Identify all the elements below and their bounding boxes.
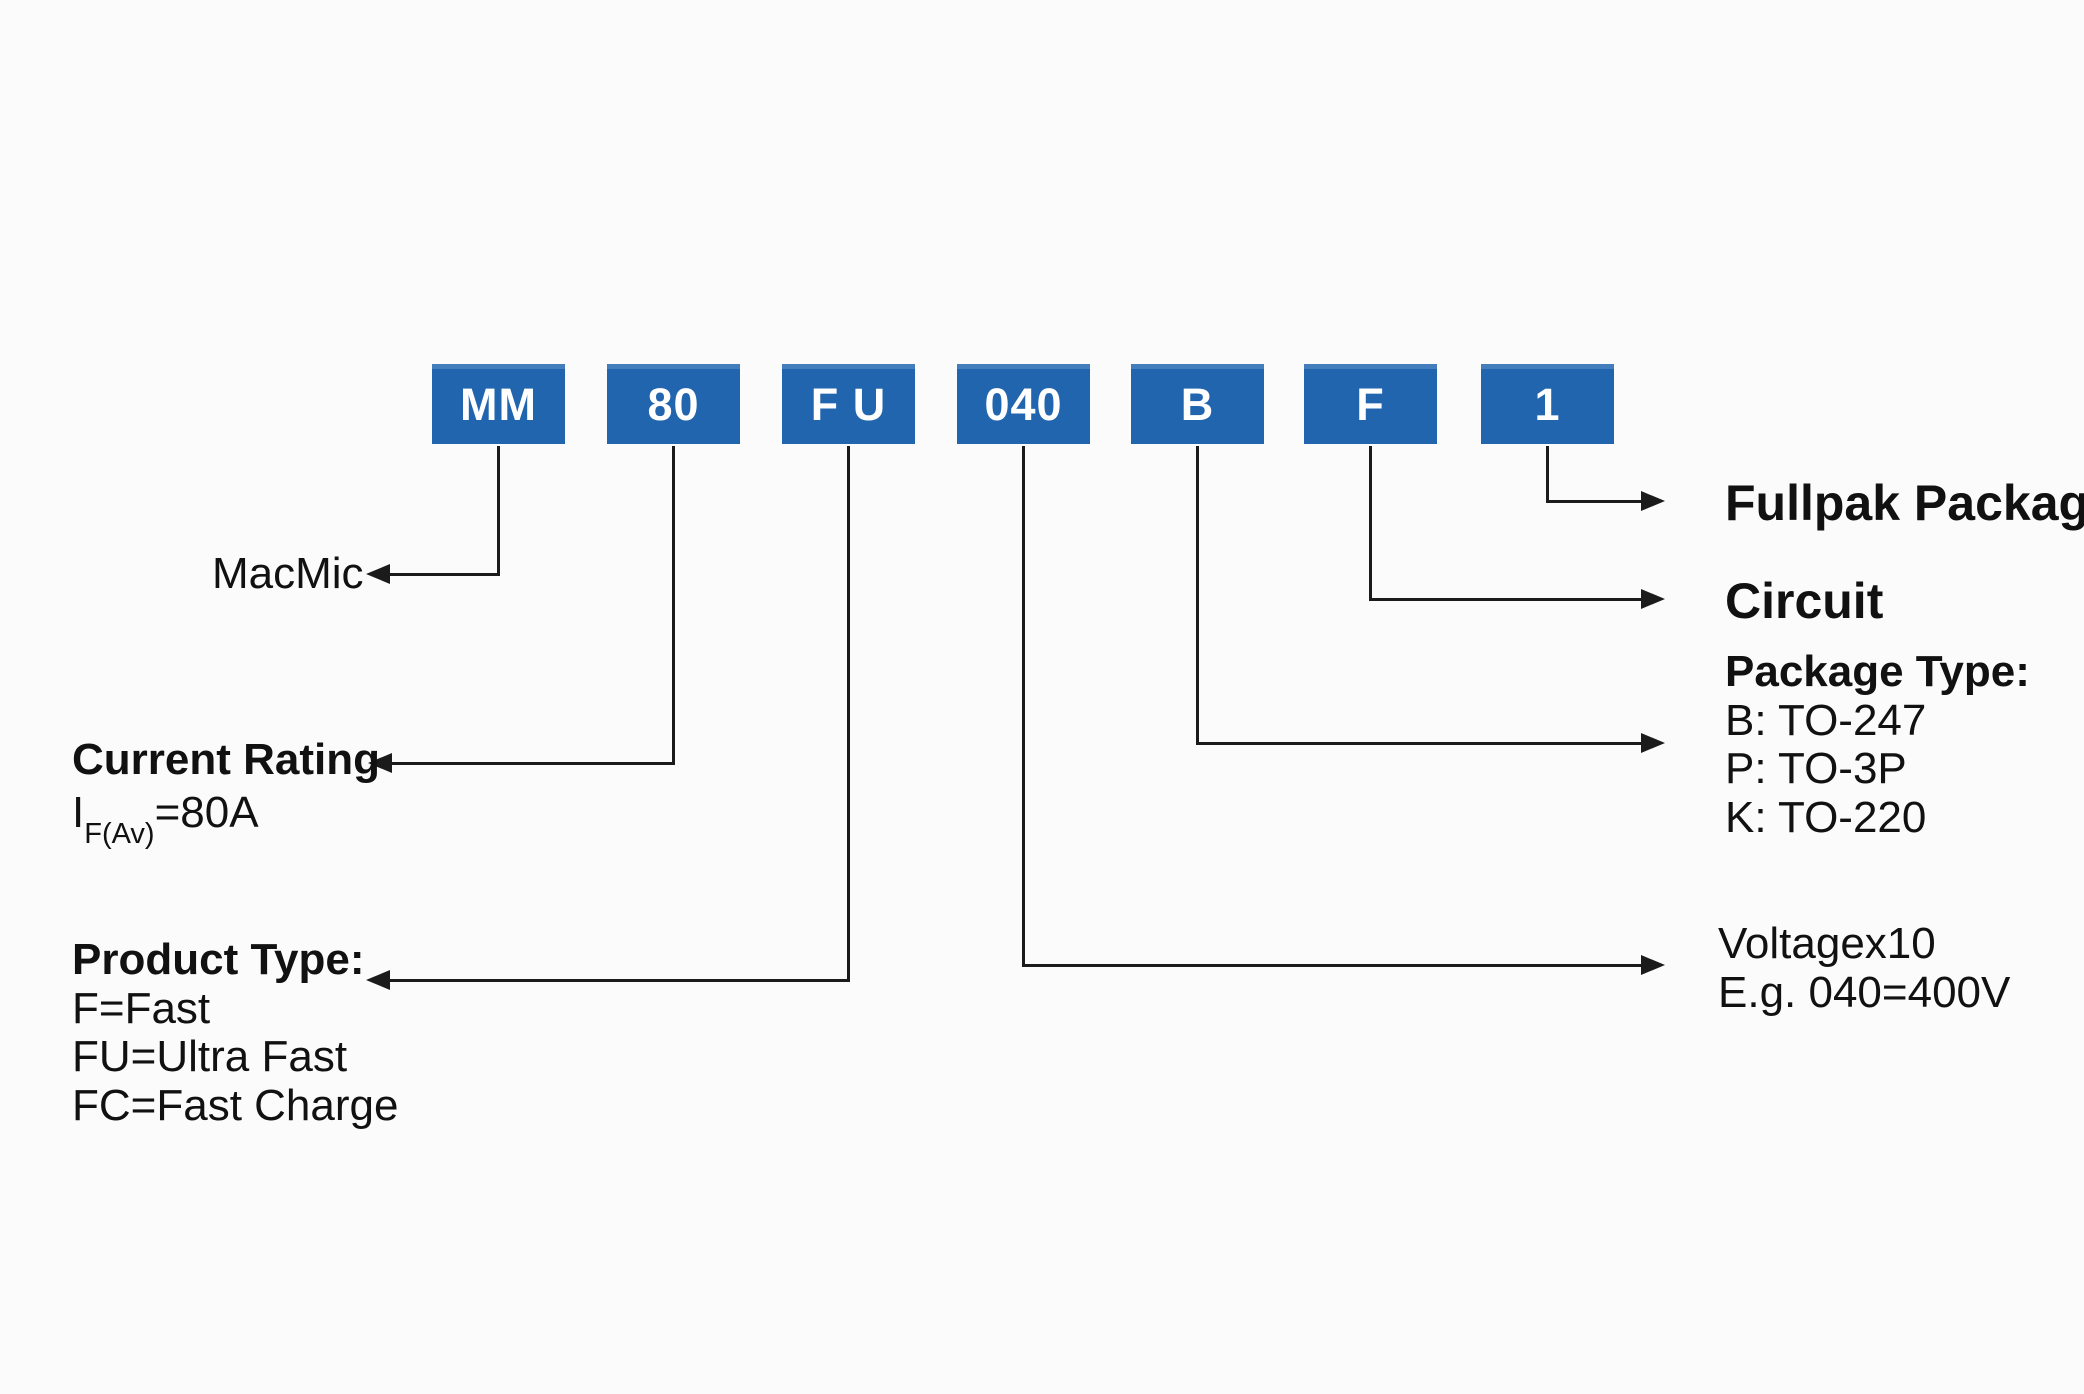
product-type-block: Product Type: F=Fast FU=Ultra Fast FC=Fa… <box>72 935 399 1130</box>
connector-mm-vertical <box>497 446 500 576</box>
package-type-option: P: TO-3P <box>1725 744 1907 793</box>
connector-fu-vertical <box>847 446 850 981</box>
connector-040-vertical <box>1022 446 1025 966</box>
segment-code-80: 80 <box>647 378 700 430</box>
package-type-title: Package Type: <box>1725 647 2030 696</box>
connector-1-horizontal <box>1546 500 1645 503</box>
arrowhead-right-icon <box>1641 589 1665 609</box>
arrowhead-right-icon <box>1641 491 1665 511</box>
segment-code-f: F <box>1356 378 1385 430</box>
arrowhead-right-icon <box>1641 955 1665 975</box>
connector-f-vertical <box>1369 446 1372 600</box>
manufacturer-label: MacMic <box>212 549 364 598</box>
connector-b-vertical <box>1196 446 1199 744</box>
fullpak-package-label: Fullpak Package <box>1725 475 2084 531</box>
arrowhead-left-icon <box>366 564 390 584</box>
current-symbol: I <box>72 788 85 837</box>
segment-box-040: 040 <box>957 364 1090 444</box>
segment-code-fu: F U <box>810 378 887 430</box>
circuit-label: Circuit <box>1725 573 1884 629</box>
arrowhead-left-icon <box>366 970 390 990</box>
connector-1-vertical <box>1546 446 1549 502</box>
package-type-option: B: TO-247 <box>1725 695 1927 745</box>
product-type-option: FC=Fast Charge <box>72 1080 399 1130</box>
connector-040-horizontal <box>1022 964 1645 967</box>
current-subscript: F(Av) <box>84 817 155 850</box>
segment-code-040: 040 <box>984 378 1063 430</box>
connector-80-vertical <box>672 446 675 764</box>
voltage-line1: Voltagex10 <box>1718 919 1936 968</box>
product-type-title: Product Type: <box>72 935 365 984</box>
connector-b-horizontal <box>1196 742 1645 745</box>
current-amount: =80A <box>154 788 259 837</box>
connector-mm-horizontal <box>386 573 500 576</box>
arrowhead-right-icon <box>1641 733 1665 753</box>
segment-box-b: B <box>1131 364 1264 444</box>
segment-box-mm: MM <box>432 364 565 444</box>
segment-box-fu: F U <box>782 364 915 444</box>
segment-box-80: 80 <box>607 364 740 444</box>
voltage-block: Voltagex10 E.g. 040=400V <box>1718 919 2011 1017</box>
package-type-block: Package Type: B: TO-247 P: TO-3P K: TO-2… <box>1725 647 2030 842</box>
segment-code-mm: MM <box>460 378 537 430</box>
segment-box-f: F <box>1304 364 1437 444</box>
connector-fu-horizontal <box>386 979 850 982</box>
current-rating-title: Current Rating <box>72 735 380 784</box>
voltage-line2: E.g. 040=400V <box>1718 967 2011 1017</box>
arrowhead-left-icon <box>368 753 392 773</box>
connector-f-horizontal <box>1369 598 1645 601</box>
segment-code-b: B <box>1180 378 1215 430</box>
segment-box-1: 1 <box>1481 364 1614 444</box>
package-type-option: K: TO-220 <box>1725 792 1927 842</box>
product-type-option: FU=Ultra Fast <box>72 1032 348 1081</box>
segment-code-1: 1 <box>1534 378 1561 430</box>
product-type-option: F=Fast <box>72 983 211 1033</box>
current-rating-value: IF(Av)=80A <box>72 788 259 848</box>
connector-80-horizontal <box>388 762 675 765</box>
